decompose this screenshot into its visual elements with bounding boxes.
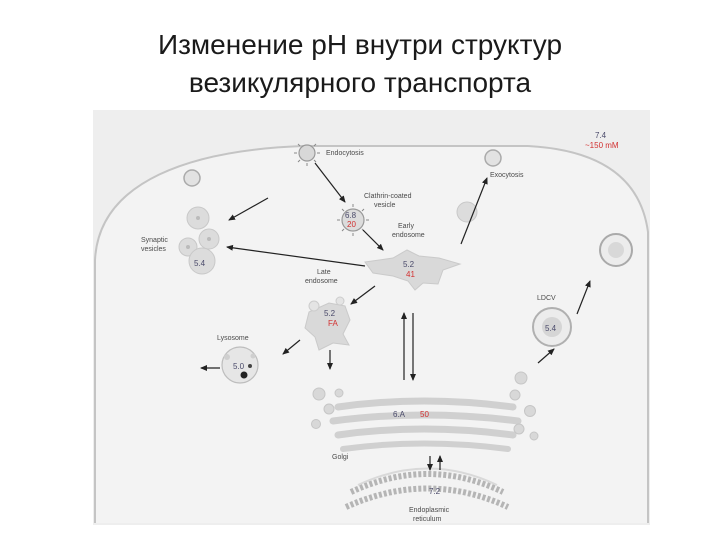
endocytosis-pit xyxy=(294,143,320,166)
label-late-2: endosome xyxy=(305,278,338,285)
value-late-na: FA xyxy=(328,319,338,328)
transport-arrows xyxy=(200,162,591,471)
golgi-apparatus xyxy=(329,397,522,452)
label-er-2: reticulum xyxy=(413,516,442,523)
value-lysosome-ph: 5.0 xyxy=(233,362,245,371)
ldcv xyxy=(532,307,572,347)
label-synaptic-1: Synaptic xyxy=(141,237,168,244)
value-extracellular-ph: 7.4 xyxy=(595,131,607,140)
value-er-ph: 7.2 xyxy=(429,487,441,496)
late-endosome-vesicle-2 xyxy=(335,296,345,306)
value-golgi-ph: 6.A xyxy=(393,410,406,419)
value-early-na: 41 xyxy=(406,270,415,279)
label-early-2: endosome xyxy=(392,232,425,239)
vesicular-transport-diagram: Endocytosis Clathrin-coated vesicle Earl… xyxy=(93,110,650,525)
label-clathrin-2: vesicle xyxy=(374,202,396,209)
label-endocytosis: Endocytosis xyxy=(326,150,364,157)
label-lysosome: Lysosome xyxy=(217,335,249,342)
label-exocytosis: Exocytosis xyxy=(490,172,524,179)
late-endosome-vesicle-1 xyxy=(308,300,320,312)
value-ldcv-ph: 5.4 xyxy=(545,324,557,333)
clathrin-coated-vesicle xyxy=(337,204,369,236)
slide-title: Изменение pH внутри структур везикулярно… xyxy=(0,26,720,102)
value-golgi-na: 50 xyxy=(420,410,429,419)
value-clathrin-na: 20 xyxy=(347,220,356,229)
golgi-vesicles xyxy=(311,371,539,441)
title-line-1: Изменение pH внутри структур xyxy=(157,29,563,60)
label-clathrin-1: Clathrin-coated xyxy=(364,193,412,200)
title-line-2: везикулярного транспорта xyxy=(188,67,532,98)
value-extracellular-na: ~150 mM xyxy=(585,141,619,150)
label-er-1: Endoplasmic xyxy=(409,507,450,514)
label-early-1: Early xyxy=(398,223,414,230)
value-early-ph: 5.2 xyxy=(403,260,415,269)
lysosome xyxy=(221,346,259,384)
value-clathrin-ph: 6.8 xyxy=(345,211,357,220)
value-late-ph: 5.2 xyxy=(324,309,336,318)
value-synaptic-ph: 5.4 xyxy=(194,259,206,268)
label-late-1: Late xyxy=(317,269,331,276)
label-synaptic-2: vesicles xyxy=(141,246,166,253)
ldcv-fusing-core xyxy=(608,242,624,258)
label-golgi: Golgi xyxy=(332,454,349,461)
exocytosis-pit xyxy=(484,149,502,167)
label-ldcv: LDCV xyxy=(537,295,556,302)
early-endosome xyxy=(364,249,462,291)
membrane-pit-left xyxy=(183,169,201,187)
synaptic-vesicles xyxy=(178,206,220,275)
